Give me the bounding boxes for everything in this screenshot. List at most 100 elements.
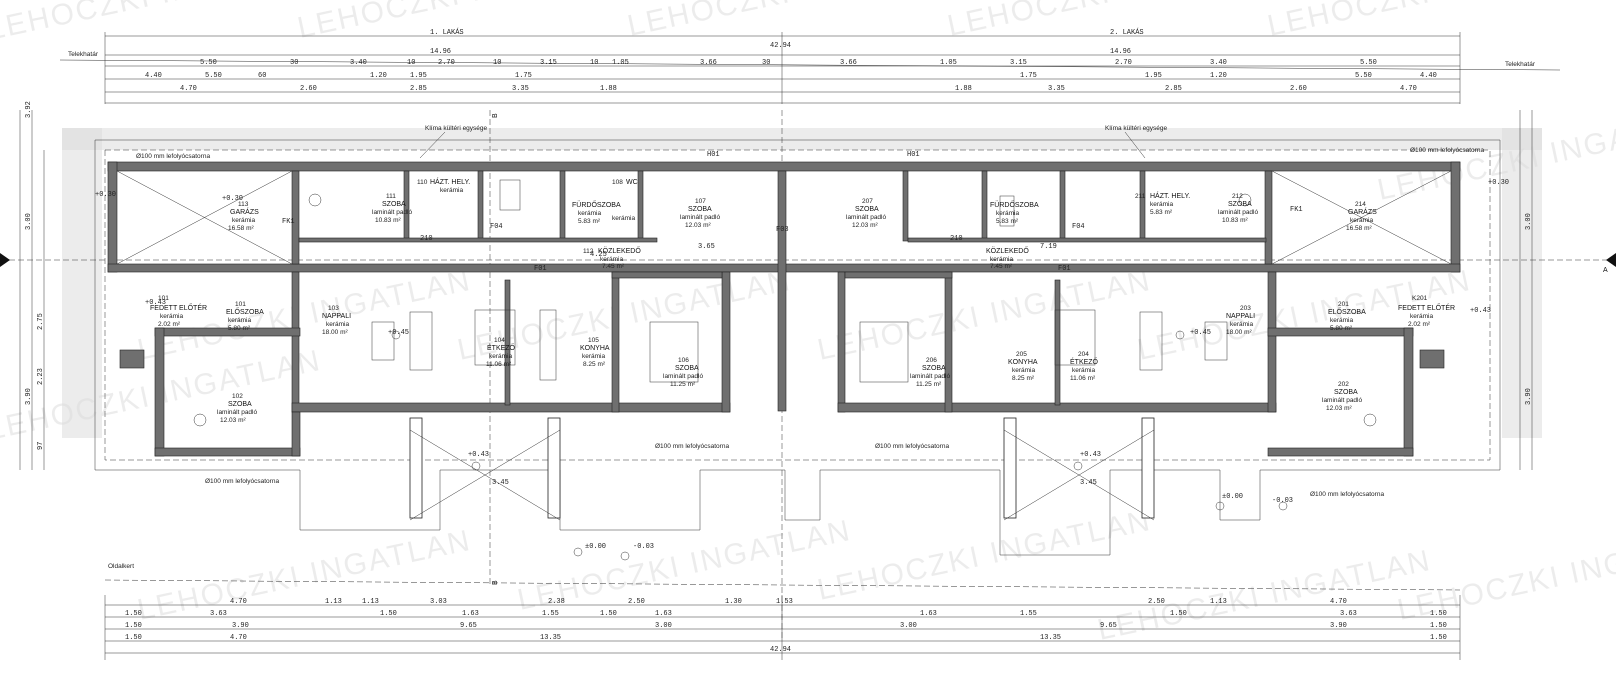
room-214: 214 GARÁZS kerámia 16.58 m² (1346, 201, 1377, 232)
room-name: ÉTKEZŐ (1070, 357, 1099, 366)
room-number: 204 (1078, 351, 1089, 358)
dim-value: 2.60 (1290, 85, 1307, 93)
dim-value: 1.95 (1145, 72, 1162, 80)
building-walls (107, 161, 1461, 519)
opening-tag: F01 (534, 265, 547, 273)
gutter-label: Ø100 mm lefolyócsatorna (1310, 491, 1384, 498)
room-area: 5.80 m² (1330, 325, 1353, 332)
dim-value: 3.66 (700, 59, 717, 67)
opening-tag: F03 (776, 226, 789, 234)
watermark-text: LEHOCZKI INGATLAN (1375, 104, 1616, 207)
opening-tag: H01 (907, 151, 920, 159)
side-garden-label: Oldalkert (108, 563, 134, 570)
room-201: 201 ELŐSZOBA kerámia 5.80 m² (1328, 301, 1366, 332)
room-floor: laminált padló (1218, 209, 1258, 216)
room-floor: kerámia (489, 353, 513, 360)
room-floor: kerámia (1072, 367, 1096, 374)
furniture (193, 179, 1377, 427)
opening-tag: F04 (490, 223, 503, 231)
room-number: 211 (1135, 193, 1146, 200)
room-number: K201 (1412, 295, 1428, 302)
room-labels: 113 GARÁZS kerámia 16.58 m² 111 SZOBA la… (150, 177, 1455, 424)
room-107: 107 SZOBA laminált padló 12.03 m² (680, 198, 720, 229)
room-108: 108 WC kerámia (612, 179, 638, 222)
room-name: ELŐSZOBA (1328, 307, 1366, 316)
half-dimension-right: 14.96 (1110, 48, 1131, 56)
dim-value: 1.55 (542, 610, 559, 618)
dim-value: 2.70 (438, 59, 455, 67)
dim-value: 1.50 (1430, 634, 1447, 642)
room-number: 102 (232, 393, 243, 400)
room-floor: laminált padló (910, 373, 950, 380)
dim-value: 1.50 (1170, 610, 1187, 618)
room-area: 12.03 m² (852, 222, 878, 229)
room-number: 111 (386, 193, 396, 200)
climate-unit-label: Klíma kültéri egysége (425, 125, 488, 132)
room-number: 205 (1016, 351, 1027, 358)
dim-value: 3.00 (1525, 213, 1533, 230)
room-floor: kerámia (440, 187, 464, 194)
total-dimension: 42.94 (770, 42, 791, 50)
dim-value: 3.00 (655, 622, 672, 630)
lot-line-label: Telekhatár (68, 51, 99, 58)
dim-value: 5.50 (205, 72, 222, 80)
opening-tag: FK1 (282, 218, 295, 226)
dim-value: 30 (290, 59, 298, 67)
room-floor: kerámia (1330, 317, 1354, 324)
room-k201: K201 FEDETT ELŐTÉR kerámia 2.02 m² (1398, 295, 1455, 328)
dim-value: 1.05 (612, 59, 629, 67)
room-floor: kerámia (1410, 313, 1434, 320)
room-101-hall: 101 ELŐSZOBA kerámia 5.80 m² (226, 301, 264, 332)
eave-outline (62, 128, 1542, 556)
dim-value: 4.40 (145, 72, 162, 80)
top-dim-row-c: 4.70 2.60 2.85 3.35 1.88 1.88 3.35 2.85 … (180, 85, 1417, 93)
watermark-text: LEHOCZKI INGATLAN (135, 524, 475, 627)
dim-value: 4.70 (180, 85, 197, 93)
dim-value: 2.85 (410, 85, 427, 93)
dim-value: 2.23 (37, 368, 45, 385)
dim-value: 1.88 (955, 85, 972, 93)
dim-value: 1.13 (362, 598, 379, 606)
room-floor: kerámia (326, 321, 350, 328)
dim-value: 1.95 (410, 72, 427, 80)
level-marker-icon (1278, 501, 1288, 511)
room-number: 203 (1240, 305, 1251, 312)
dim-value: 1.75 (515, 72, 532, 80)
room-number: 101 (158, 295, 169, 302)
dim-value: 1.88 (600, 85, 617, 93)
room-area: 11.25 m² (670, 381, 696, 388)
dim-value: 13.35 (540, 634, 561, 642)
room-floor: laminált padló (1322, 397, 1362, 404)
room-number: 107 (695, 198, 706, 205)
dim-value: 1.30 (725, 598, 742, 606)
apartment-label-1: 1. LAKÁS (430, 28, 464, 37)
level-mark: +0.30 (95, 191, 116, 199)
room-number: 202 (1338, 381, 1349, 388)
room-name: NAPPALI (322, 313, 351, 320)
room-area: 7.45 m² (602, 263, 625, 270)
annotations: Klíma kültéri egysége Klíma kültéri egys… (95, 125, 1509, 570)
top-dimensions: 1. LAKÁS 2. LAKÁS 42.94 14.96 14.96 Tele… (59, 28, 1561, 104)
opening-tag: FK1 (1290, 206, 1303, 214)
room-number: 113 (238, 201, 249, 208)
room-102: 102 SZOBA laminált padló 12.03 m² (217, 393, 257, 424)
opening-tag: 3.65 (698, 243, 715, 251)
dim-value: 5.50 (200, 59, 217, 67)
dim-value: 3.92 (25, 101, 33, 118)
room-area: 18.00 m² (322, 329, 348, 336)
room-name: FÜRDŐSZOBA (990, 200, 1039, 209)
level-mark: +0.43 (468, 451, 489, 459)
dim-value: 2.85 (1165, 85, 1182, 93)
room-area: 8.25 m² (583, 361, 606, 368)
level-mark: +0.43 (145, 299, 166, 307)
dim-value: 1.53 (776, 598, 793, 606)
dim-value: 3.00 (900, 622, 917, 630)
room-202: 202 SZOBA laminált padló 12.03 m² (1322, 381, 1362, 412)
room-area: 11.25 m² (916, 381, 942, 388)
room-name: GARÁZS (230, 207, 259, 216)
dim-value: 1.63 (462, 610, 479, 618)
dim-value: 2.38 (548, 598, 565, 606)
dim-value: 3.90 (1525, 388, 1533, 405)
dim-value: 1.75 (1020, 72, 1037, 80)
room-101-porch: 101 FEDETT ELŐTÉR kerámia 2.02 m² (150, 295, 207, 328)
